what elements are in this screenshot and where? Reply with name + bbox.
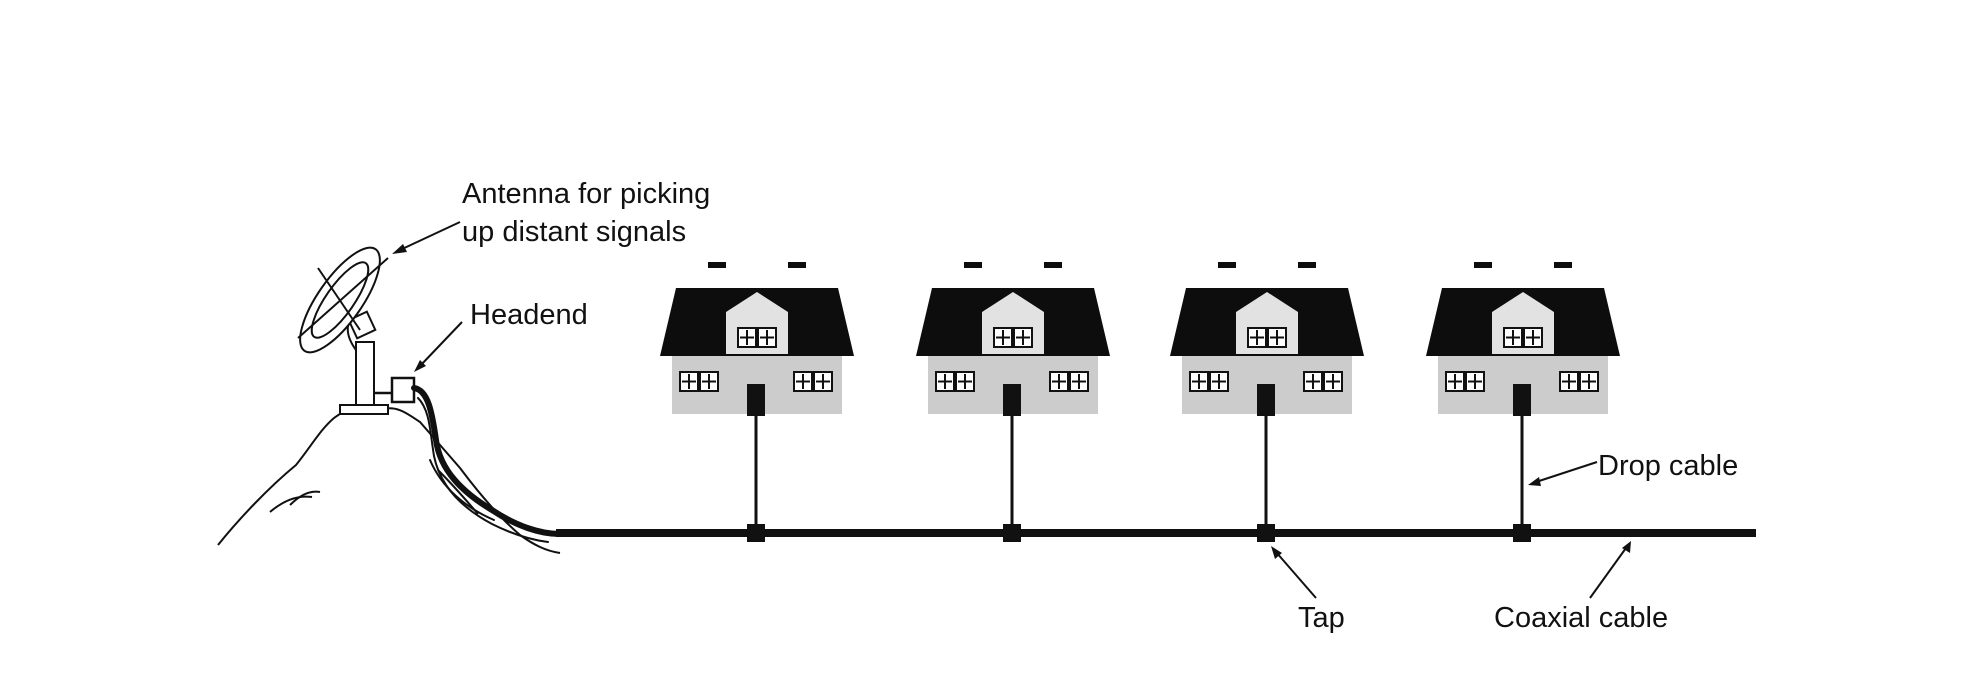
antenna-label-line-1: Antenna for picking [462, 178, 710, 210]
window-pair [935, 371, 975, 392]
roof-vent [964, 262, 982, 268]
houses [660, 262, 1620, 542]
headend-cable [411, 385, 563, 543]
house-4 [1426, 262, 1620, 542]
tap [747, 524, 765, 542]
window-pair [1503, 327, 1543, 348]
headend-label: Headend [470, 299, 588, 331]
window-pair [1559, 371, 1599, 392]
tap-arrow [1271, 546, 1317, 599]
roof-vent [708, 262, 726, 268]
roof-vent [1474, 262, 1492, 268]
house-door [747, 384, 765, 416]
roof-vent [1298, 262, 1316, 268]
window-pair [679, 371, 719, 392]
house-door [1003, 384, 1021, 416]
window-pair [993, 327, 1033, 348]
house-1 [660, 262, 854, 542]
window-pair [1049, 371, 1089, 392]
roof-vent [1044, 262, 1062, 268]
tap [1513, 524, 1531, 542]
window-pair [1247, 327, 1287, 348]
headend-box [374, 376, 416, 404]
drop-cable-label: Drop cable [1598, 450, 1738, 482]
window-pair [1303, 371, 1343, 392]
window-pair [1445, 371, 1485, 392]
tap [1003, 524, 1021, 542]
roof-vent [1218, 262, 1236, 268]
window-pair [737, 327, 777, 348]
annotation-arrows [392, 221, 1631, 599]
window-pair [793, 371, 833, 392]
antenna-dish [297, 246, 389, 415]
house-door [1513, 384, 1531, 416]
tap-label: Tap [1298, 602, 1345, 634]
house-door [1257, 384, 1275, 416]
coaxial-cable-arrow [1589, 541, 1631, 599]
roof-vent [1554, 262, 1572, 268]
headend-arrow [414, 321, 463, 372]
house-2 [916, 262, 1110, 542]
house-3 [1170, 262, 1364, 542]
tap [1257, 524, 1275, 542]
roof-vent [788, 262, 806, 268]
antenna-arrow [392, 221, 461, 254]
window-pair [1189, 371, 1229, 392]
antenna-label-line-2: up distant signals [462, 216, 686, 248]
drop-cable-arrow [1528, 461, 1598, 486]
coaxial-cable-label: Coaxial cable [1494, 602, 1668, 634]
